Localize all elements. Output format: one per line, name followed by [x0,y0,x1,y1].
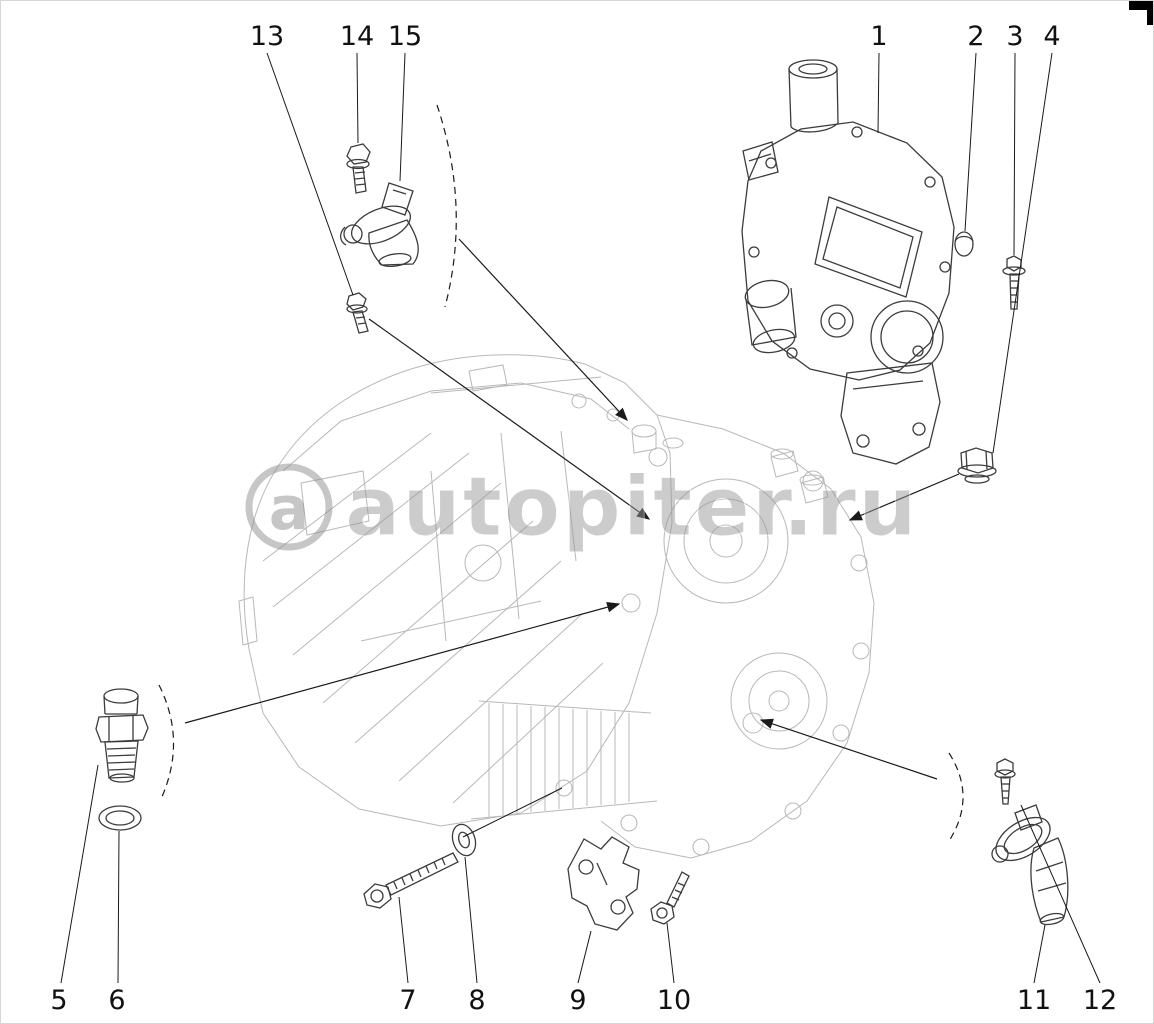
part-7-bolt [363,852,459,909]
leader-lines [60,52,1101,984]
part-15-sensor [339,182,419,267]
part-4-plug [957,447,997,484]
callout-5: 5 [50,985,68,1016]
part-1-actuator [741,59,955,465]
callout-9: 9 [569,985,587,1016]
watermark-circle [245,463,333,551]
part-2-cap [954,231,974,257]
part-14-bolt [346,143,371,194]
placement-arrows [184,238,960,780]
watermark: a autopiter.ru [245,460,919,556]
part-9-bracket [567,836,640,931]
part-11-sensor [991,804,1069,926]
callout-13: 13 [249,21,285,52]
part-8-washer [451,823,477,857]
watermark-text: autopiter.ru [345,460,919,555]
watermark-at-symbol: a [269,474,310,544]
callout-1: 1 [870,21,888,52]
part-12-bolt [994,758,1016,805]
callout-14: 14 [339,21,375,52]
callout-10: 10 [656,985,692,1016]
callout-12: 12 [1082,985,1118,1016]
callout-2: 2 [967,21,985,52]
callout-7: 7 [399,985,417,1016]
callout-8: 8 [468,985,486,1016]
callout-11: 11 [1016,985,1052,1016]
callout-15: 15 [387,21,423,52]
gearbox-drawing [238,354,875,859]
corner-mark [1129,1,1153,25]
callout-6: 6 [108,985,126,1016]
part-13-bolt [346,292,369,334]
callout-4: 4 [1043,21,1061,52]
part-5-sensor [95,688,149,783]
part-3-bolt [1002,255,1026,310]
callout-3: 3 [1006,21,1024,52]
part-6-oring [98,805,142,831]
grouping-arcs [158,104,964,842]
part-10-bolt [650,871,690,925]
